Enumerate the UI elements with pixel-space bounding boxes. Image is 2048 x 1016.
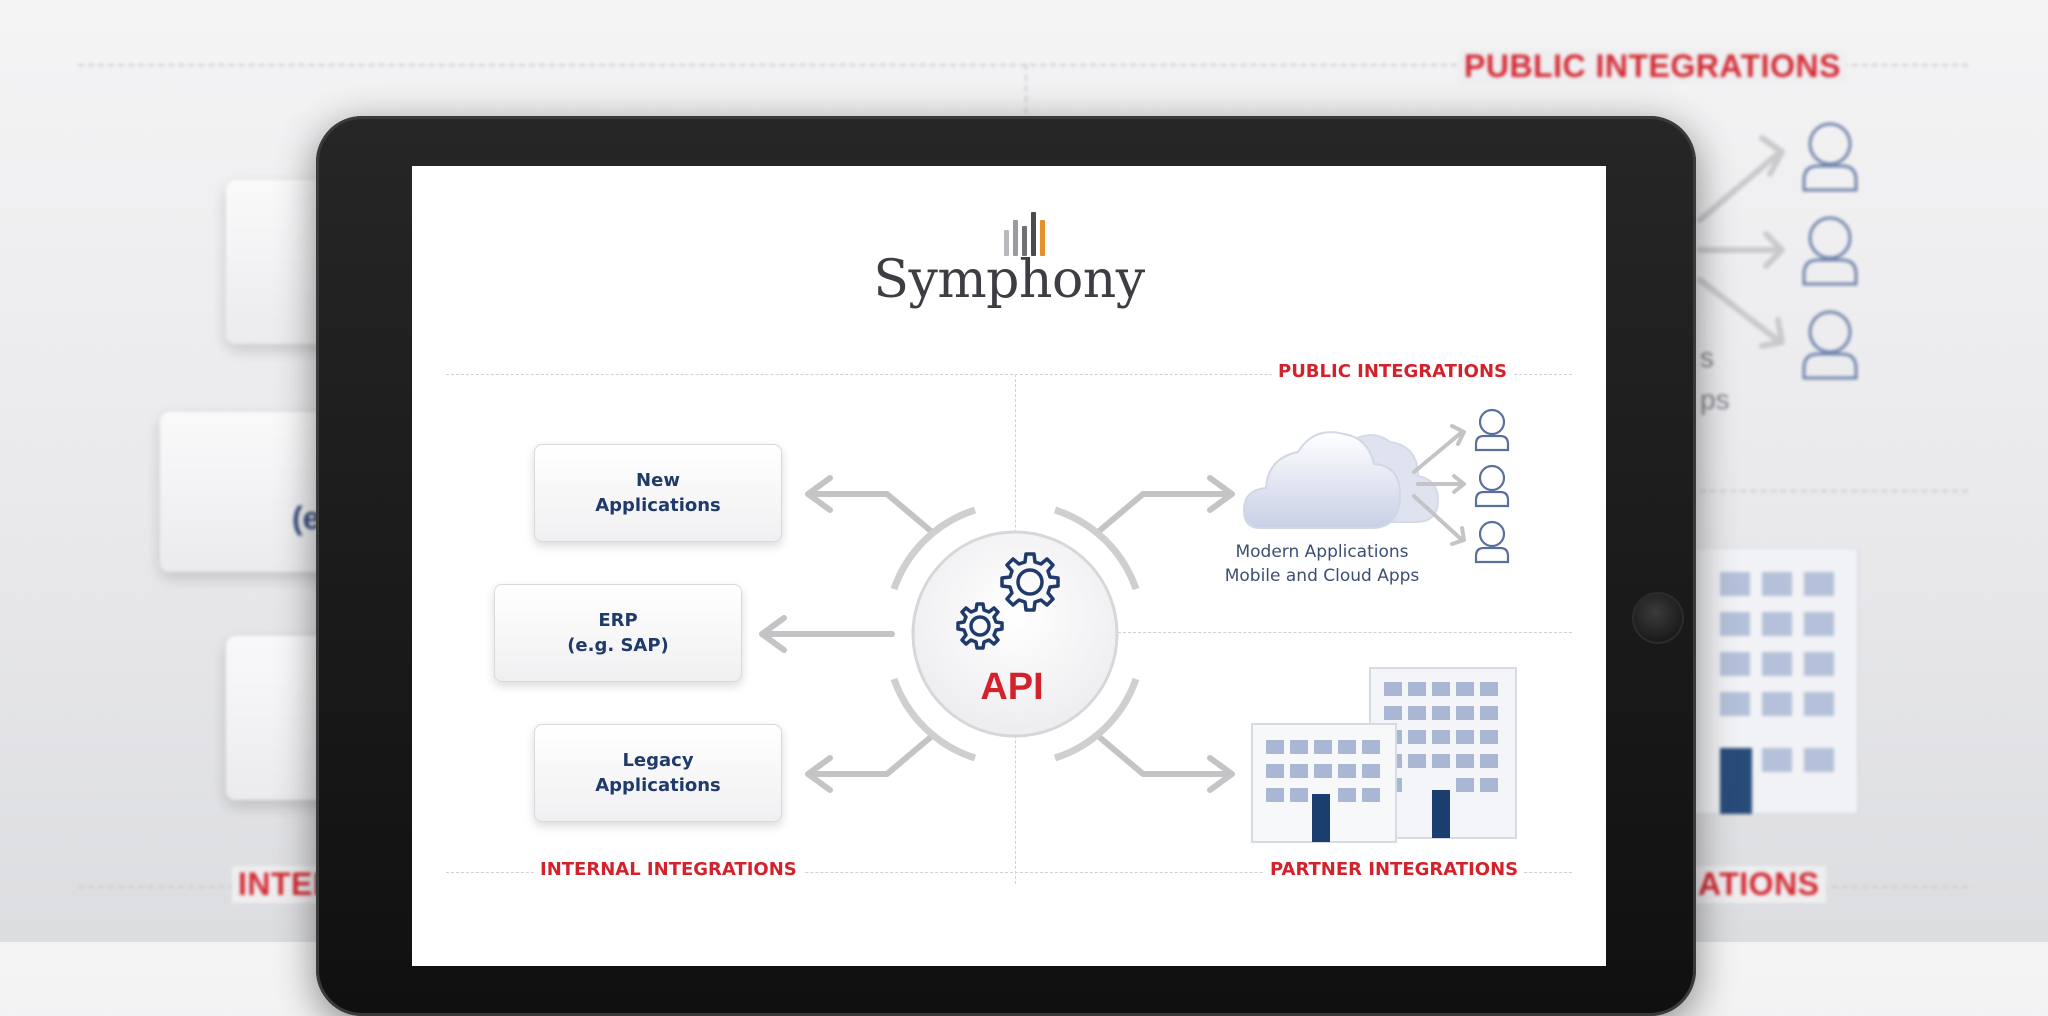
erp-box: ERP (e.g. SAP) <box>494 584 742 682</box>
bg-center-divider <box>1025 64 1027 124</box>
symphony-logo: Symphony <box>873 250 1145 310</box>
legacy-applications-box: Legacy Applications <box>534 724 782 822</box>
bg-user-icons <box>1697 122 1858 380</box>
new-applications-box: New Applications <box>534 444 782 542</box>
bg-public-integrations-label: PUBLIC INTEGRATIONS <box>1458 48 1847 85</box>
gears-icon <box>956 552 1060 650</box>
symphony-logo-icon <box>1004 202 1045 256</box>
tablet-home-button <box>1632 592 1684 644</box>
bg-modern-apps-text: ps <box>1700 384 1730 415</box>
user-icons <box>1412 408 1510 564</box>
bg-modern-apps-text: s <box>1700 342 1714 373</box>
office-building-icon <box>1251 667 1517 843</box>
bg-app-card-text: (e <box>292 500 321 536</box>
modern-applications-label: Modern Applications <box>1235 542 1409 562</box>
mobile-cloud-apps-label: Mobile and Cloud Apps <box>1224 566 1420 586</box>
bg-partner-integrations-label: ATIONS <box>1692 866 1826 903</box>
internal-integrations-label: INTERNAL INTEGRATIONS <box>534 859 803 880</box>
public-integrations-label: PUBLIC INTEGRATIONS <box>1272 361 1513 382</box>
right-middle-divider <box>1118 632 1572 633</box>
bg-office-building <box>1690 548 1859 815</box>
tablet-screen: Symphony PUBLIC INTEGRATIONS INTERNAL IN… <box>412 166 1606 966</box>
api-connection-arrows <box>759 475 1235 793</box>
partner-integrations-label: PARTNER INTEGRATIONS <box>1264 859 1525 880</box>
api-hub <box>911 530 1119 738</box>
bg-right-divider <box>1700 490 1968 492</box>
api-label: API <box>980 666 1044 708</box>
top-divider <box>446 374 1572 375</box>
bg-top-divider <box>78 64 1968 66</box>
bottom-divider <box>446 872 1572 873</box>
